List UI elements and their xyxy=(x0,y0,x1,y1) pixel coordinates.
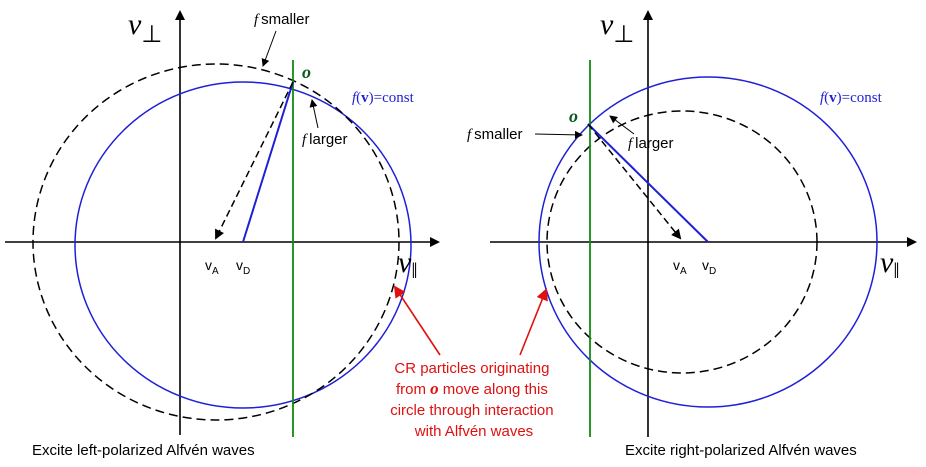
right-const-label: f(v)=const xyxy=(820,90,883,106)
left-v-perp-label: v⊥ xyxy=(128,8,162,48)
annotation-arrow-right xyxy=(519,288,548,356)
left-vD-vector xyxy=(242,81,294,243)
right-vD-label: vD xyxy=(702,257,716,277)
left-v-parallel-label: v‖ xyxy=(398,246,418,283)
right-v-parallel-label: v‖ xyxy=(880,246,900,283)
right-equal-f-circle xyxy=(538,76,878,408)
right-vA-label: vA xyxy=(673,257,687,277)
left-vD-label: vD xyxy=(236,257,250,277)
left-equal-f-circle xyxy=(74,81,412,409)
left-f-larger-pointer xyxy=(309,99,319,129)
left-vA-vector xyxy=(215,81,294,240)
left-caption: Excite left-polarized Alfvén waves xyxy=(32,442,255,459)
annotation-arrow-left xyxy=(393,285,441,356)
annotation-text: CR particles originating from o move alo… xyxy=(390,360,558,440)
left-dashed-circle xyxy=(32,63,400,421)
right-v-perp-label: v⊥ xyxy=(600,8,634,48)
right-f-smaller-pointer xyxy=(534,130,583,139)
right-caption: Excite right-polarized Alfvén waves xyxy=(625,442,857,459)
right-vA-vector xyxy=(587,123,682,240)
right-f-larger-pointer xyxy=(609,115,635,135)
right-origin-label: o xyxy=(569,106,578,126)
left-vA-label: vA xyxy=(205,257,219,277)
left-origin-label: o xyxy=(302,62,311,82)
right-vD-vector xyxy=(587,123,709,243)
left-f-smaller-pointer xyxy=(261,30,277,67)
cr-annotation: CR particles originating from o move alo… xyxy=(390,285,558,440)
right-dashed-circle xyxy=(546,110,818,374)
left-const-label: f(v)=const xyxy=(352,90,415,106)
